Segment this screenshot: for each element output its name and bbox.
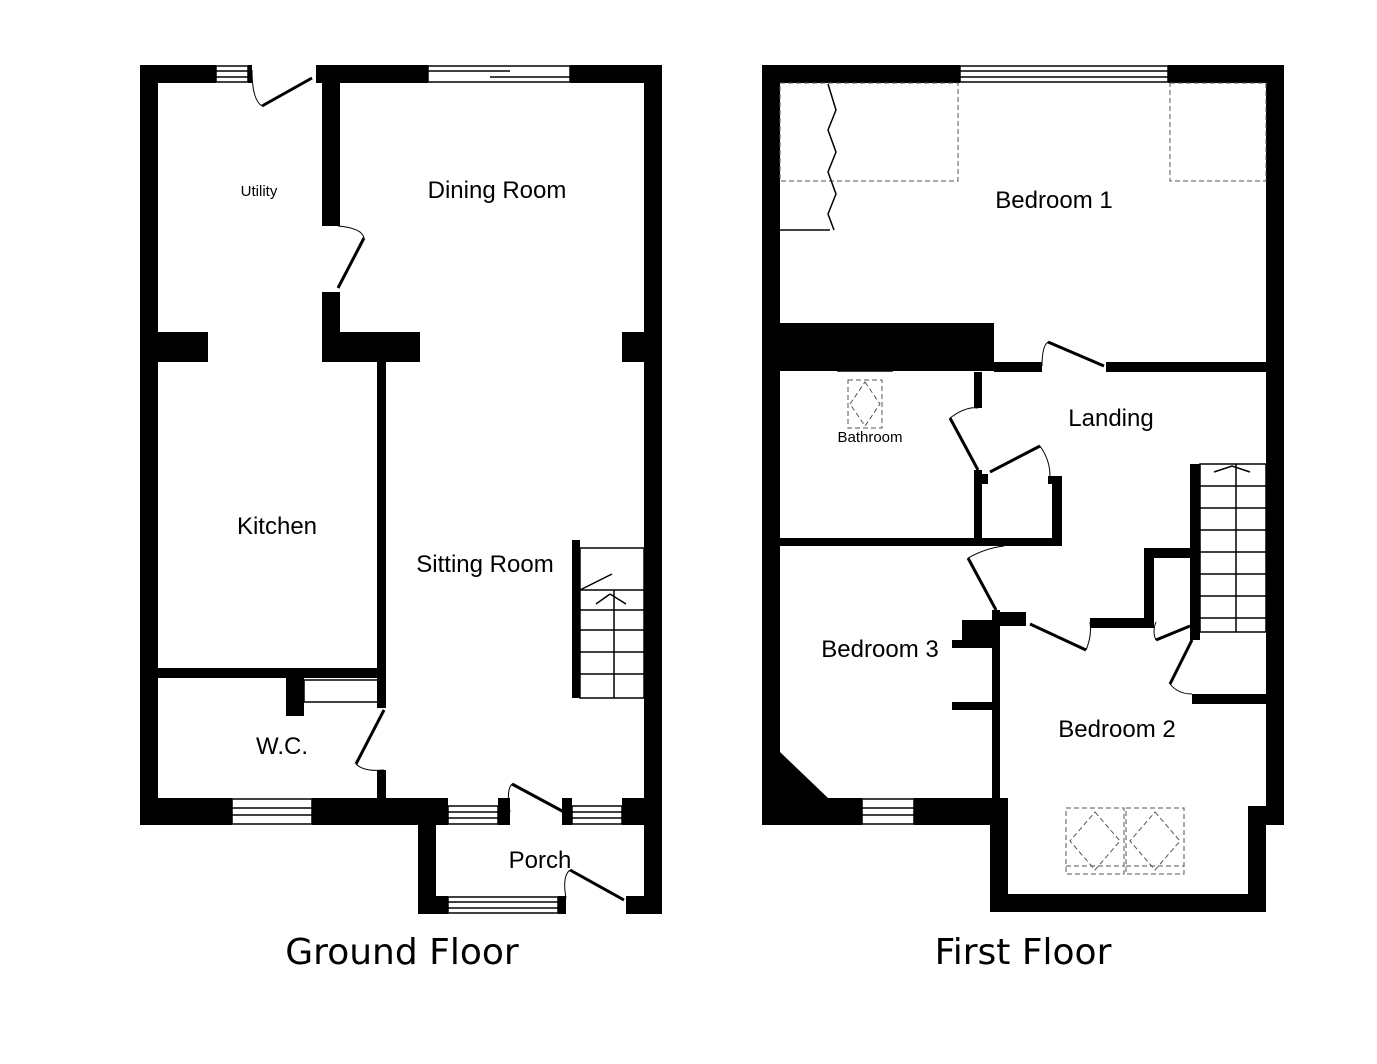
- wall: [762, 65, 960, 83]
- window: [959, 65, 1169, 83]
- wall: [322, 80, 340, 226]
- wall: [1190, 464, 1200, 640]
- wardrobe-outline: [779, 82, 959, 182]
- wall: [1106, 362, 1266, 372]
- bathroom-fixture: [837, 346, 893, 372]
- door-swing: [1168, 639, 1194, 695]
- wall: [952, 702, 1000, 710]
- wall: [140, 798, 232, 825]
- window: [571, 805, 623, 825]
- wall: [316, 65, 428, 83]
- floor-title-first: First Floor: [935, 932, 1112, 973]
- wall: [780, 538, 1062, 546]
- skylight: [1125, 807, 1185, 875]
- room-label-porch: Porch: [509, 847, 572, 874]
- door-swing: [989, 444, 1051, 477]
- wall: [558, 896, 566, 914]
- wall: [762, 65, 780, 825]
- wall: [140, 65, 216, 83]
- wall: [418, 896, 448, 914]
- wall: [312, 798, 436, 825]
- room-label-bedroom-3: Bedroom 3: [821, 636, 938, 663]
- wall: [562, 798, 572, 825]
- door-swing: [1029, 621, 1091, 652]
- room-label-sitting: Sitting Room: [416, 551, 553, 578]
- wall: [1052, 476, 1062, 546]
- wall: [1090, 618, 1152, 628]
- skylight: [1065, 807, 1125, 875]
- door-swing: [966, 545, 1005, 611]
- wall: [974, 470, 982, 546]
- door-swing: [1153, 621, 1191, 642]
- room-label-landing: Landing: [1068, 405, 1153, 432]
- staircase: [1199, 463, 1267, 633]
- wall: [572, 540, 580, 698]
- wall: [286, 678, 304, 716]
- window: [861, 798, 915, 825]
- wall: [158, 668, 386, 678]
- room-label-bathroom: Bathroom: [837, 429, 902, 446]
- wall: [1168, 65, 1284, 83]
- wall: [1000, 612, 1026, 626]
- wall: [974, 372, 982, 408]
- wall: [982, 474, 988, 484]
- door-swing: [507, 782, 565, 814]
- wall: [377, 362, 386, 708]
- wall: [914, 798, 1000, 825]
- first-floor-plan: Bedroom 1 Bathroom Landing Bedroom 3 Bed…: [762, 65, 1284, 973]
- wall: [780, 752, 828, 798]
- room-label-utility: Utility: [241, 183, 278, 200]
- wall: [1144, 548, 1154, 628]
- wall: [994, 362, 1042, 372]
- wall: [418, 808, 436, 914]
- window: [447, 896, 559, 914]
- room-label-wc: W.C.: [256, 733, 308, 760]
- window: [447, 805, 499, 825]
- door-swing: [336, 225, 366, 289]
- wall: [952, 640, 1000, 648]
- wall: [158, 332, 208, 362]
- staircase: [579, 547, 645, 699]
- wall: [377, 770, 386, 800]
- wall: [644, 808, 662, 914]
- room-label-bedroom-2: Bedroom 2: [1058, 716, 1175, 743]
- wall: [498, 798, 510, 825]
- wall: [762, 798, 862, 825]
- wall: [990, 894, 1266, 912]
- wall: [1248, 806, 1266, 912]
- room-label-kitchen: Kitchen: [237, 513, 317, 540]
- floor-title-ground: Ground Floor: [285, 932, 519, 973]
- window: [215, 65, 249, 83]
- door-swing: [251, 69, 313, 108]
- wall: [1266, 65, 1284, 825]
- door-swing: [1041, 340, 1105, 368]
- door-swing: [354, 709, 386, 771]
- wall: [570, 65, 662, 83]
- wall: [322, 332, 420, 362]
- wall: [248, 65, 252, 83]
- wall: [990, 798, 1008, 912]
- door-swing: [564, 868, 625, 902]
- window: [231, 798, 313, 825]
- wardrobe-outline: [1169, 82, 1267, 182]
- room-label-dining: Dining Room: [428, 177, 567, 204]
- ground-floor-plan: Utility Dining Room Kitchen Sitting Room…: [140, 65, 662, 973]
- wall: [962, 620, 1000, 640]
- wall: [140, 65, 158, 825]
- wardrobe-doors: [780, 83, 837, 231]
- wall: [626, 896, 662, 914]
- skylight: [847, 379, 883, 429]
- wall: [1048, 476, 1062, 484]
- door-swing: [948, 407, 980, 471]
- wall: [622, 332, 648, 362]
- wall: [1144, 548, 1196, 558]
- room-label-bedroom-1: Bedroom 1: [995, 187, 1112, 214]
- wall: [1192, 694, 1266, 704]
- wc-fixture: [303, 679, 379, 703]
- wall: [644, 65, 662, 803]
- sliding-door: [427, 65, 571, 83]
